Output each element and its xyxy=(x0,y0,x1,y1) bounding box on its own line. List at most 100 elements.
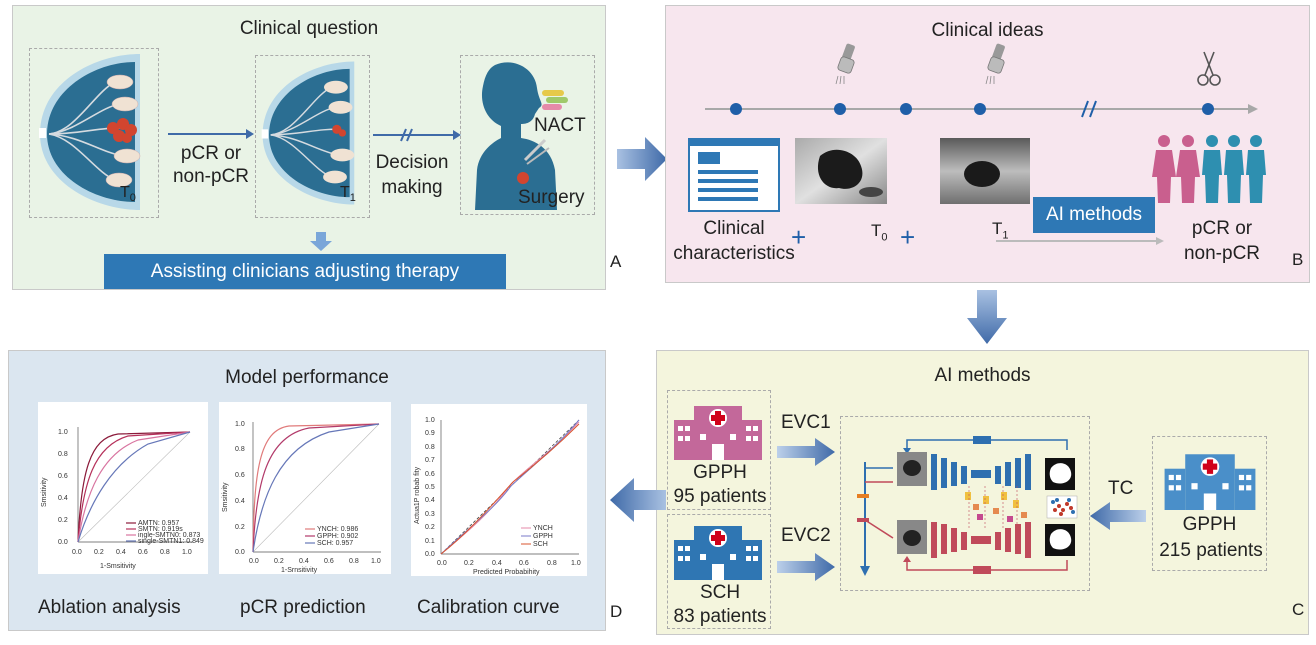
chart1-ytick: 0.4 xyxy=(58,495,68,502)
chart1-xtick: 0.6 xyxy=(138,549,148,556)
chart1-legend-item: SMTN: 0.919s xyxy=(138,526,183,533)
breast-t1-illustration xyxy=(261,61,355,205)
chart2-ytick: 1.0 xyxy=(235,421,245,428)
chart2-yticks: 0.0 0.2 0.4 0.6 0.8 1.0 xyxy=(235,421,245,556)
chart3-xtick: 0.4 xyxy=(492,560,502,567)
plus-1: + xyxy=(791,222,807,252)
pills-icon xyxy=(542,90,568,110)
down-arrow-a xyxy=(310,232,332,251)
chart3-ytick: 0.1 xyxy=(425,538,435,545)
chart1-ylabel: Smsitivity xyxy=(41,477,48,507)
chart3-ytick: 0.0 xyxy=(425,551,435,558)
chart-calibration-svg: Actua1P robab fity Predicted Probabihity… xyxy=(414,417,581,576)
panel-d-title: Model performance xyxy=(225,367,389,388)
hosp2-box xyxy=(667,514,771,629)
chart1-xtick: 0.0 xyxy=(72,549,82,556)
chart1-xlabel: 1-Smsitivity xyxy=(100,563,136,570)
evc1-label: EVC1 xyxy=(781,412,831,433)
clinical-doc-icon xyxy=(688,138,780,212)
chart-ablation: Smsitivity 1-Smsitivity 0.0 0.2 0.4 0.6 … xyxy=(38,402,208,574)
chart-pcr-prediction: Smsitivity 1-Srnsitivity 0.0 0.2 0.4 0.6… xyxy=(219,402,391,574)
t0-label: T0 xyxy=(120,184,136,205)
panel-c-letter: C xyxy=(1292,600,1305,619)
chart2-legend: YNCH: 0.986 GPPH: 0.902 SCH: 0.957 xyxy=(305,526,358,547)
hosp1-name: GPPH xyxy=(693,462,747,483)
chart1-legend-item: single-SMTN1: 0.849 xyxy=(138,538,204,545)
chart1-ytick: 0.0 xyxy=(58,539,68,546)
chart1-ytick: 1.0 xyxy=(58,429,68,436)
chart3-ytick: 0.5 xyxy=(425,484,435,491)
patient-silhouette xyxy=(475,62,557,211)
hospital-gpph-training-icon xyxy=(1164,454,1256,510)
panel-b-letter: B xyxy=(1292,250,1304,269)
timeline xyxy=(705,43,1258,118)
network-box xyxy=(840,416,1090,591)
chart3-ytick: 0.8 xyxy=(425,444,435,451)
chart-ablation-svg: Smsitivity 1-Smsitivity 0.0 0.2 0.4 0.6 … xyxy=(41,427,204,570)
chart2-xtick: 0.2 xyxy=(274,558,284,565)
chart2-xtick: 1.0 xyxy=(371,558,381,565)
t1-label: T1 xyxy=(340,184,356,205)
chart3-ytick: 0.3 xyxy=(425,511,435,518)
t0-breast-box xyxy=(29,48,159,218)
chart3-yticks: 0.0 0.1 0.2 0.3 0.4 0.5 0.6 0.7 0.8 0.9 … xyxy=(425,417,435,558)
nact-label: NACT xyxy=(534,115,586,136)
chart3-xlabel: Predicted Probabihity xyxy=(473,569,540,576)
chart2-xtick: 0.0 xyxy=(249,558,259,565)
ultrasound-t1-image xyxy=(940,138,1030,204)
hosp2-name: SCH xyxy=(699,582,741,603)
panel-d-letter: D xyxy=(610,602,623,621)
chart2-ytick: 0.2 xyxy=(235,524,245,531)
hospital-sch-icon xyxy=(674,526,762,580)
plus-2: + xyxy=(900,222,916,252)
arrow-t1-to-decision xyxy=(373,128,461,142)
tc-arrow xyxy=(1090,502,1146,530)
chart2-xtick: 0.4 xyxy=(299,558,309,565)
b-t0-label: T0 xyxy=(871,221,888,244)
chart2-xtick: 0.8 xyxy=(349,558,359,565)
chart1-legend-item: AMTN: 0.957 xyxy=(138,520,179,527)
network-diagram xyxy=(857,436,1078,576)
ultrasound-probe-icon-2 xyxy=(985,43,1005,85)
evc2-arrow xyxy=(777,553,835,581)
chart3-legend-item: GPPH xyxy=(533,533,553,540)
chart1-xticks: 0.0 0.2 0.4 0.6 0.8 1.0 xyxy=(72,549,192,556)
b-t1-label: T1 xyxy=(992,219,1009,242)
chart1-yticks: 0.0 0.2 0.4 0.6 0.8 1.0 xyxy=(58,429,68,546)
chart3-xticks: 0.0 0.2 0.4 0.6 0.8 1.0 xyxy=(437,560,581,567)
chart2-xtick: 0.6 xyxy=(324,558,334,565)
hosp3-count: 215 patients xyxy=(1159,540,1263,561)
chart1-ytick: 0.2 xyxy=(58,517,68,524)
chart3-legend-item: YNCH xyxy=(533,525,553,532)
people-group-icon xyxy=(1152,135,1266,203)
arrow-t0-to-t1 xyxy=(168,129,254,139)
ultrasound-t0-image xyxy=(795,138,887,204)
chart3-ylabel: Actua1P robab fity xyxy=(414,466,421,524)
chart1-legend: AMTN: 0.957 SMTN: 0.919s ingle-SMTN0: 0.… xyxy=(126,520,204,545)
panel-c-title: AI methods xyxy=(934,365,1031,386)
chart-calibration: Actua1P robab fity Predicted Probabihity… xyxy=(411,404,587,576)
hosp1-box xyxy=(667,390,771,510)
panel-b-title: Clinical ideas xyxy=(931,20,1044,41)
chart2-legend-item: YNCH: 0.986 xyxy=(317,526,358,533)
chart3-legend-item: SCH xyxy=(533,541,548,548)
chart3-ytick: 0.4 xyxy=(425,497,435,504)
chart2-legend-item: SCH: 0.957 xyxy=(317,540,353,547)
caption-calibration: Calibration curve xyxy=(417,597,560,618)
ai-methods-box: AI methods xyxy=(1033,197,1155,233)
chart3-ytick: 0.7 xyxy=(425,457,435,464)
chart2-ytick: 0.4 xyxy=(235,498,245,505)
chart1-legend-item: ingle-SMTN0: 0.873 xyxy=(138,532,200,539)
arrow-c-to-d xyxy=(610,478,666,522)
chart3-xtick: 0.6 xyxy=(519,560,529,567)
t1-breast-box xyxy=(255,55,370,218)
chart2-ytick: 0.6 xyxy=(235,472,245,479)
breast-t0-illustration xyxy=(39,54,141,210)
panel-a-title: Clinical question xyxy=(239,18,379,39)
chart2-ytick: 0.8 xyxy=(235,446,245,453)
chart3-ytick: 0.6 xyxy=(425,471,435,478)
caption-pcr: pCR prediction xyxy=(240,597,366,618)
